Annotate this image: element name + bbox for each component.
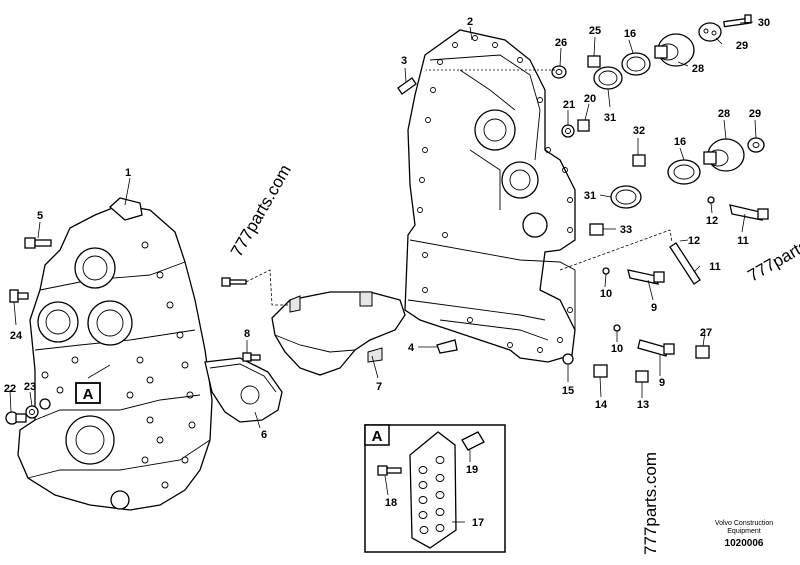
plug-32: [632, 154, 646, 167]
plug-23b: [39, 398, 51, 410]
seal-ring-16-top: [621, 52, 651, 76]
callout-3: 3: [401, 55, 407, 67]
callout-20: 20: [584, 93, 596, 105]
callout-6: 6: [261, 429, 267, 441]
callout-4: 4: [408, 342, 415, 354]
callout-22: 22: [4, 383, 16, 395]
callout-7: 7: [376, 381, 382, 393]
plug-13: [635, 370, 649, 383]
plug-22: [5, 411, 27, 425]
seal-ring-16-mid: [667, 159, 701, 185]
bolt-30: [723, 14, 752, 28]
detail-marker-a-label: A: [83, 386, 94, 403]
bolt-5: [24, 237, 52, 249]
seal-ring-31-mid: [610, 185, 642, 209]
callout-28-mid: 28: [718, 108, 730, 120]
watermark-bottom: 777parts.com: [641, 452, 660, 555]
callout-16-mid: 16: [674, 136, 686, 148]
callout-24: 24: [10, 330, 23, 342]
plug-14: [593, 364, 608, 378]
callout-18: 18: [385, 497, 397, 509]
washer-15: [562, 353, 574, 365]
callout-9-upper: 9: [651, 302, 657, 314]
callout-28-top: 28: [692, 63, 704, 75]
plug-27: [695, 345, 710, 359]
callout-26: 26: [555, 37, 567, 49]
watermark-right: 777parts.co: [745, 225, 800, 286]
callout-12-upper: 12: [706, 215, 718, 227]
callout-30: 30: [758, 17, 770, 29]
pin-4: [436, 339, 458, 354]
callout-11-lower: 11: [709, 261, 721, 273]
washer-26: [551, 65, 567, 79]
fitting-24: [9, 289, 29, 303]
callout-labels: 1 2 3 4 5 6 7 8 9 9 10 10 11 11 12 12 13…: [4, 16, 770, 529]
caption-line-2: Equipment: [727, 528, 761, 535]
bolt-7-fastener: [221, 269, 290, 306]
tube-9b: [637, 339, 675, 357]
plug-25: [587, 55, 601, 68]
callout-8: 8: [244, 328, 250, 340]
callout-10-lower: 10: [611, 343, 623, 355]
callout-21: 21: [563, 99, 575, 111]
tube-11a: [729, 204, 769, 221]
callout-11-upper: 11: [737, 235, 749, 247]
tube-11b-fitting: [559, 229, 701, 285]
caption-number: 1020006: [725, 538, 764, 549]
callout-31-mid: 31: [584, 190, 596, 202]
guard-plate-7: [271, 291, 406, 376]
callout-1: 1: [125, 167, 131, 179]
callout-10-upper: 10: [600, 288, 612, 300]
transmission-housing-left: [17, 197, 213, 511]
callout-2: 2: [467, 16, 473, 28]
washer-23: [25, 405, 39, 419]
leader-lines: [9, 21, 757, 429]
oring-10a: [602, 267, 610, 275]
plate-29-top: [698, 22, 722, 42]
callout-27: 27: [700, 327, 712, 339]
callout-29-mid: 29: [749, 108, 761, 120]
oring-12a: [707, 196, 715, 204]
callout-31-top: 31: [604, 112, 616, 124]
caption-block: Volvo Construction Equipment 1020006: [715, 520, 773, 549]
washer-21: [561, 124, 575, 138]
washer-29-mid: [747, 137, 765, 153]
callout-5: 5: [37, 210, 43, 222]
plug-20: [577, 119, 590, 132]
oring-10b: [613, 324, 621, 332]
callout-9-lower: 9: [659, 377, 665, 389]
callout-15: 15: [562, 385, 574, 397]
flange-28-top: [654, 33, 695, 67]
detail-marker-a: A: [75, 382, 101, 404]
detail-box-a: A: [364, 424, 506, 553]
callout-14: 14: [595, 399, 608, 411]
callout-29-top: 29: [736, 40, 748, 52]
plug-33: [589, 223, 604, 236]
callout-17: 17: [472, 517, 484, 529]
watermark-center: 777parts.com: [227, 161, 295, 260]
tube-9a: [627, 269, 665, 285]
callout-13: 13: [637, 399, 649, 411]
callout-32: 32: [633, 125, 645, 137]
caption-line-1: Volvo Construction: [715, 520, 773, 527]
seal-ring-31-top: [593, 66, 623, 90]
callout-33: 33: [620, 224, 632, 236]
callout-23: 23: [24, 381, 36, 393]
flange-28-mid: [703, 138, 745, 172]
callout-19: 19: [466, 464, 478, 476]
detail-box-a-label: A: [372, 428, 383, 445]
callout-25: 25: [589, 25, 601, 37]
transmission-housing-right: [404, 29, 576, 363]
cover-plate-6: [204, 357, 283, 423]
callout-16-top: 16: [624, 28, 636, 40]
dowel-pin-3: [397, 77, 417, 95]
bolt-8: [242, 352, 261, 362]
callout-12-lower: 12: [688, 235, 700, 247]
